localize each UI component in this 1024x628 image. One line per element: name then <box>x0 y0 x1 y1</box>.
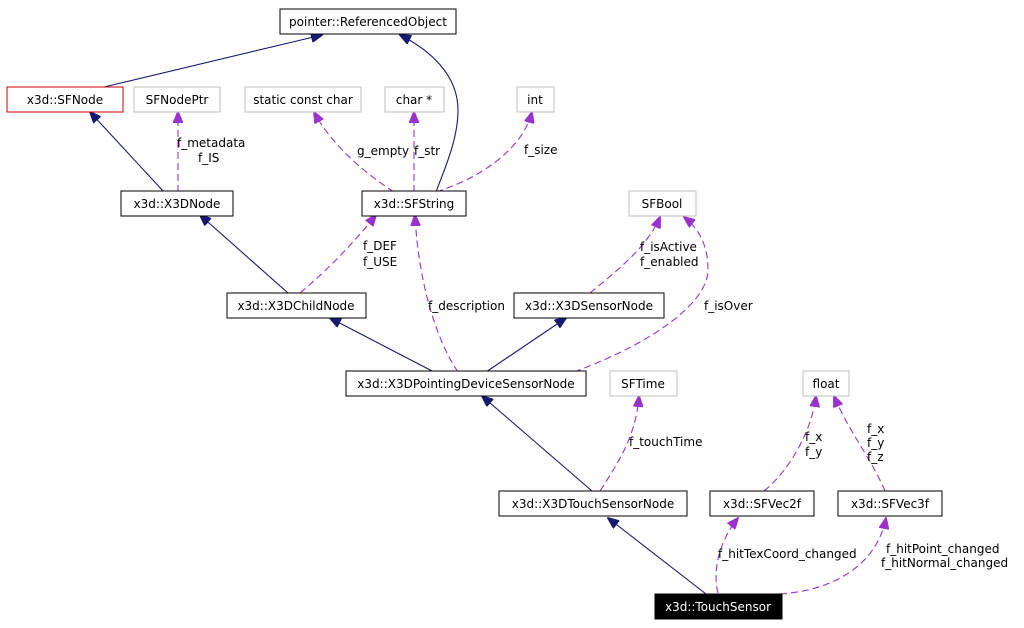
node-x3dnode[interactable]: x3d::X3DNode <box>120 190 234 217</box>
node-x3dsensornode-label: x3d::X3DSensorNode <box>525 299 653 313</box>
node-sfnode[interactable]: x3d::SFNode <box>6 86 124 113</box>
label-f-size: f_size <box>524 143 558 157</box>
label-f-description: f_description <box>428 299 505 313</box>
label-f-hittexcoord-changed: f_hitTexCoord_changed <box>718 547 857 561</box>
node-sfbool: SFBool <box>628 190 697 217</box>
label-f-hitpoint-changed: f_hitPoint_changed <box>886 542 999 556</box>
label-f-y-vec2f: f_y <box>805 445 822 459</box>
node-int-label: int <box>527 93 543 107</box>
edge-sfvec2f-to-float <box>763 396 816 492</box>
node-static-const-char-label: static const char <box>253 93 353 107</box>
edge-x3dchildnode-to-sfstring <box>299 215 376 294</box>
label-f-is: f_IS <box>198 151 219 165</box>
node-float-label: float <box>813 377 840 391</box>
node-float: float <box>802 370 850 397</box>
node-x3dpointingdevicesensornode[interactable]: x3d::X3DPointingDeviceSensorNode <box>345 370 587 397</box>
node-x3dnode-label: x3d::X3DNode <box>134 197 221 211</box>
node-x3dtouchsensornode-label: x3d::X3DTouchSensorNode <box>512 497 674 511</box>
edge-x3dpointing-to-x3dchildnode <box>330 318 435 373</box>
edge-x3dpointing-to-sfstring <box>415 215 459 373</box>
node-sfvec2f[interactable]: x3d::SFVec2f <box>709 490 815 517</box>
node-sfnodeptr: SFNodePtr <box>133 86 221 113</box>
edge-x3dnode-to-sfnode <box>90 112 165 193</box>
nodes: pointer::ReferencedObject x3d::SFNode SF… <box>6 8 943 620</box>
edge-x3dchildnode-to-x3dnode <box>200 215 289 294</box>
node-sfvec3f[interactable]: x3d::SFVec3f <box>837 490 943 517</box>
label-f-def: f_DEF <box>363 239 397 253</box>
node-x3dpointingdevicesensornode-label: x3d::X3DPointingDeviceSensorNode <box>357 377 574 391</box>
node-sfstring-label: x3d::SFString <box>374 197 455 211</box>
edge-sfnode-to-referencedobject <box>103 35 322 88</box>
edge-x3dpointing-to-x3dsensornode <box>485 318 566 373</box>
node-referenced-object[interactable]: pointer::ReferencedObject <box>279 8 457 35</box>
edge-x3dsensornode-to-sfbool <box>589 217 660 294</box>
node-char-ptr: char * <box>384 86 445 113</box>
edge-x3dtouchsensornode-to-x3dpointing <box>482 396 593 492</box>
node-char-ptr-label: char * <box>396 93 432 107</box>
label-f-isover: f_isOver <box>704 299 753 313</box>
node-x3dtouchsensornode[interactable]: x3d::X3DTouchSensorNode <box>498 490 688 517</box>
node-sftime-label: SFTime <box>621 377 665 391</box>
node-x3dchildnode[interactable]: x3d::X3DChildNode <box>226 292 367 319</box>
edges <box>90 35 886 595</box>
label-f-str: f_str <box>414 144 440 158</box>
node-x3dsensornode[interactable]: x3d::X3DSensorNode <box>513 292 665 319</box>
node-sfbool-label: SFBool <box>642 197 683 211</box>
edge-sfstring-to-int <box>435 112 532 193</box>
node-int: int <box>516 86 555 113</box>
edge-x3dtouchsensornode-to-sftime <box>599 396 639 492</box>
label-f-touchtime: f_touchTime <box>629 435 702 449</box>
node-touchsensor: x3d::TouchSensor <box>654 593 783 620</box>
label-f-enabled: f_enabled <box>640 255 699 269</box>
label-f-hitnormal-changed: f_hitNormal_changed <box>881 556 1008 570</box>
edge-touchsensor-to-sfvec3f <box>779 518 886 595</box>
label-f-x-vec2f: f_x <box>805 430 822 444</box>
label-g-empty: g_empty <box>357 144 409 158</box>
node-sfnodeptr-label: SFNodePtr <box>146 93 209 107</box>
node-sftime: SFTime <box>609 370 678 397</box>
edge-sfstring-to-staticconstchar <box>314 112 395 193</box>
edge-sfstring-to-referencedobject <box>400 35 459 193</box>
edge-touchsensor-to-sfvec2f <box>715 518 738 594</box>
node-sfnode-label: x3d::SFNode <box>27 93 103 107</box>
node-x3dchildnode-label: x3d::X3DChildNode <box>237 299 354 313</box>
node-referenced-object-label: pointer::ReferencedObject <box>289 15 447 29</box>
node-touchsensor-label: x3d::TouchSensor <box>665 600 771 614</box>
label-f-metadata: f_metadata <box>177 136 245 150</box>
label-f-y-vec3f: f_y <box>867 436 884 450</box>
edge-touchsensor-to-x3dtouchsensornode <box>608 518 707 595</box>
label-f-isactive: f_isActive <box>640 240 697 254</box>
label-f-x-vec3f: f_x <box>867 422 884 436</box>
edge-labels: f_metadata f_IS g_empty f_str f_size f_D… <box>177 136 1008 570</box>
node-static-const-char: static const char <box>244 86 362 113</box>
node-sfvec3f-label: x3d::SFVec3f <box>851 497 930 511</box>
node-sfvec2f-label: x3d::SFVec2f <box>723 497 802 511</box>
label-f-use: f_USE <box>363 255 397 269</box>
label-f-z-vec3f: f_z <box>867 450 884 464</box>
edge-x3dpointing-to-sfbool <box>573 217 709 373</box>
node-sfstring[interactable]: x3d::SFString <box>361 190 467 217</box>
